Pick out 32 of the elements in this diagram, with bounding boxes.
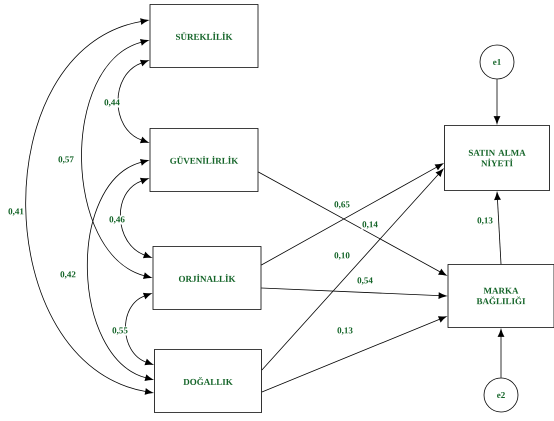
variable-box: ORJİNALLİK — [152, 246, 262, 310]
variable-box: SATIN ALMA NİYETİ — [444, 125, 550, 191]
edge-label: 0,65 — [333, 200, 351, 210]
edge-label: 0,10 — [333, 252, 351, 260]
variable-box: SÜREKLİLİK — [150, 4, 258, 68]
edge-label: 0,55 — [111, 326, 129, 336]
double-headed-arrow — [25, 18, 153, 395]
arrow — [494, 192, 502, 264]
arrow — [261, 163, 444, 266]
edge-label: 0,41 — [7, 208, 25, 216]
variable-box: GÜVENİLİRLİK — [150, 128, 258, 192]
edge-label: 0,13 — [476, 216, 494, 226]
edge-label: 0,46 — [108, 216, 126, 224]
arrow — [262, 316, 447, 392]
double-headed-arrow — [81, 39, 152, 279]
edge-label: 0,54 — [356, 276, 374, 286]
edge-label: 0,13 — [336, 326, 354, 336]
arrow — [498, 329, 504, 378]
edge-label: 0,57 — [57, 156, 75, 164]
arrow — [494, 79, 500, 124]
variable-box: DOĞALLIK — [154, 349, 262, 413]
double-headed-arrow — [125, 292, 153, 366]
edge-label: 0,42 — [59, 270, 77, 280]
double-headed-arrow — [118, 60, 148, 144]
edge-label: 0,14 — [361, 220, 379, 230]
variable-box: MARKA BAĞLILIĞI — [448, 264, 554, 328]
arrow — [261, 288, 446, 299]
double-headed-arrow — [86, 159, 153, 381]
arrow — [258, 172, 447, 276]
double-headed-arrow — [120, 178, 152, 258]
edge-label: 0,44 — [103, 98, 121, 108]
arrow — [262, 168, 444, 370]
